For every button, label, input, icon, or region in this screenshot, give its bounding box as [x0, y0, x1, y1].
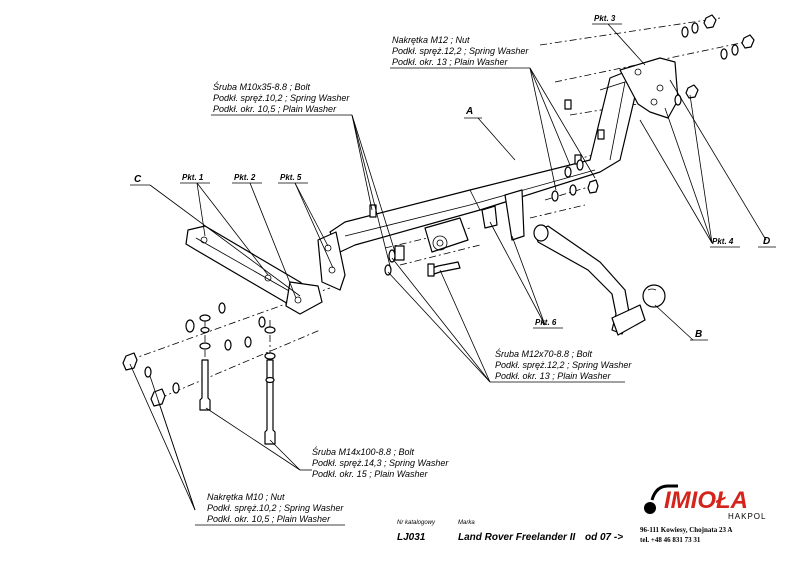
- nut-m12-line-2: Podkł. spręż.12,2 ; Spring Washer: [392, 46, 529, 56]
- brand-caption: Marka: [458, 520, 475, 526]
- bolt-m12-line-2: Podkł. spręż.12,2 ; Spring Washer: [495, 360, 632, 370]
- left-console-bracket: [185, 225, 323, 315]
- company-address: 96-111 Kowiesy, Chojnata 23 A: [640, 526, 732, 534]
- part-letters: A B C D: [130, 106, 776, 341]
- pkt-6-label: Pkt. 6: [535, 318, 557, 327]
- pkt-4-label: Pkt. 4: [712, 237, 734, 246]
- pkt-2-label: Pkt. 2: [234, 173, 256, 182]
- catalog-number: LJ031: [397, 532, 426, 543]
- right-fasteners: [551, 14, 755, 202]
- bolt-m14-line-3: Podkł. okr. 15 ; Plain Washer: [312, 469, 429, 479]
- callout-bolt-m14: Śruba M14x100-8.8 ; Bolt Podkł. spręż.14…: [300, 446, 449, 479]
- company-logo-text: IMIOŁA: [664, 487, 748, 514]
- point-labels: Pkt. 1 Pkt. 2 Pkt. 5 Pkt. 3 Pkt. 4 Pkt. …: [180, 14, 740, 329]
- callout-nut-m12: Nakrętka M12 ; Nut Podkł. spręż.12,2 ; S…: [390, 35, 530, 69]
- bolt-m12-line-1: Śruba M12x70-8.8 ; Bolt: [495, 348, 593, 359]
- letter-d: D: [763, 236, 770, 247]
- left-fasteners: [122, 302, 276, 445]
- bolt-m12-line-3: Podkł. okr. 13 ; Plain Washer: [495, 371, 612, 381]
- bolt-m10-line-3: Podkł. okr. 10,5 ; Plain Washer: [213, 104, 337, 114]
- nut-m12-line-3: Podkł. okr. 13 ; Plain Washer: [392, 57, 509, 67]
- letter-c: C: [134, 174, 142, 185]
- callout-bolt-m12: Śruba M12x70-8.8 ; Bolt Podkł. spręż.12,…: [490, 348, 632, 383]
- callout-bolt-m10: Śruba M10x35-8.8 ; Bolt Podkł. spręż.10,…: [211, 81, 352, 116]
- hakpol-logo-icon: [644, 484, 678, 514]
- nut-m10-line-3: Podkł. okr. 10,5 ; Plain Washer: [207, 514, 331, 524]
- center-fasteners: [369, 204, 461, 277]
- bolt-m10-line-2: Podkł. spręż.10,2 ; Spring Washer: [213, 93, 350, 103]
- nut-m10-line-1: Nakrętka M10 ; Nut: [207, 492, 285, 502]
- nut-m10-line-2: Podkł. spręż.10,2 ; Spring Washer: [207, 503, 344, 513]
- pkt-3-label: Pkt. 3: [594, 14, 616, 23]
- letter-b: B: [695, 329, 702, 340]
- company-logo-sub: HAKPOL: [728, 512, 766, 521]
- leader-lines: [129, 23, 767, 511]
- company-phone: tel. +48 46 831 73 31: [640, 536, 701, 544]
- nut-m12-line-1: Nakrętka M12 ; Nut: [392, 35, 470, 45]
- bolt-m14-line-1: Śruba M14x100-8.8 ; Bolt: [312, 446, 415, 457]
- pkt-1-label: Pkt. 1: [182, 173, 204, 182]
- bolt-m10-line-1: Śruba M10x35-8.8 ; Bolt: [213, 81, 311, 92]
- main-crossbar: [317, 57, 679, 291]
- pkt-5-label: Pkt. 5: [280, 173, 302, 182]
- production-range: od 07 ->: [585, 532, 623, 543]
- vehicle-name: Land Rover Freelander II: [458, 532, 575, 543]
- company-block: IMIOŁA HAKPOL 96-111 Kowiesy, Chojnata 2…: [640, 484, 766, 544]
- catalog-caption: Nr katalogowy: [397, 520, 436, 526]
- bolt-m14-line-2: Podkł. spręż.14,3 ; Spring Washer: [312, 458, 449, 468]
- letter-a: A: [465, 106, 473, 117]
- tow-ball-neck: [533, 224, 666, 336]
- title-block: Nr katalogowy LJ031 Marka Land Rover Fre…: [397, 520, 623, 543]
- callout-nut-m10: Nakrętka M10 ; Nut Podkł. spręż.10,2 ; S…: [195, 492, 345, 526]
